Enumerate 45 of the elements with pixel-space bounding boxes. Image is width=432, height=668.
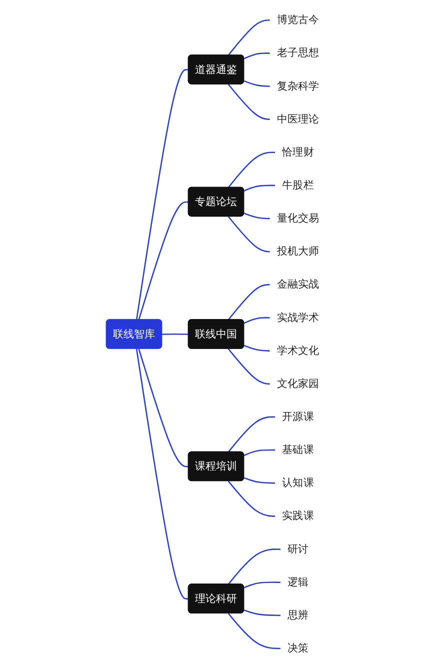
node-text: 中医理论 bbox=[276, 112, 320, 125]
node-text: 牛股栏 bbox=[282, 178, 314, 192]
connector bbox=[228, 284, 271, 320]
node-text: 复杂科学 bbox=[276, 79, 320, 92]
connector bbox=[136, 348, 189, 600]
connector bbox=[244, 317, 271, 324]
node-text: 文化家园 bbox=[276, 376, 320, 390]
connector bbox=[244, 52, 271, 60]
node-text: 认知课 bbox=[282, 476, 314, 489]
node-text: 决策 bbox=[287, 642, 309, 654]
connector bbox=[244, 212, 271, 220]
node-text: 恰理财 bbox=[282, 146, 314, 158]
connector bbox=[228, 348, 271, 385]
node-text: 研讨 bbox=[287, 542, 309, 555]
connector bbox=[228, 152, 276, 188]
connector bbox=[162, 333, 189, 335]
node-text: 基础课 bbox=[282, 443, 314, 456]
connector bbox=[228, 84, 271, 120]
node-text: 金融实战 bbox=[276, 278, 320, 290]
connector bbox=[228, 548, 282, 585]
connector bbox=[244, 80, 271, 87]
node-text: 博览古今 bbox=[276, 13, 320, 26]
node-text: 实战学术 bbox=[276, 310, 320, 324]
connector bbox=[228, 613, 282, 650]
connector bbox=[138, 201, 189, 320]
node-text: 思辨 bbox=[287, 608, 309, 622]
node-text: 老子思想 bbox=[276, 46, 320, 59]
node-text: 学术文化 bbox=[276, 344, 320, 356]
connector bbox=[228, 416, 276, 452]
connector bbox=[244, 582, 282, 588]
connector bbox=[244, 609, 282, 616]
connector bbox=[244, 477, 276, 484]
connector bbox=[244, 184, 276, 192]
connector bbox=[228, 480, 276, 517]
connector bbox=[228, 19, 271, 56]
connector bbox=[228, 216, 271, 252]
connector bbox=[138, 348, 189, 468]
node-text: 开源课 bbox=[282, 410, 314, 423]
connector bbox=[136, 69, 189, 320]
node-text: 量化交易 bbox=[276, 212, 320, 224]
node-text: 实践课 bbox=[282, 509, 314, 522]
node-text: 逻辑 bbox=[287, 575, 309, 588]
connector bbox=[244, 449, 276, 456]
node-text: 投机大师 bbox=[276, 244, 320, 258]
connector bbox=[244, 344, 271, 352]
